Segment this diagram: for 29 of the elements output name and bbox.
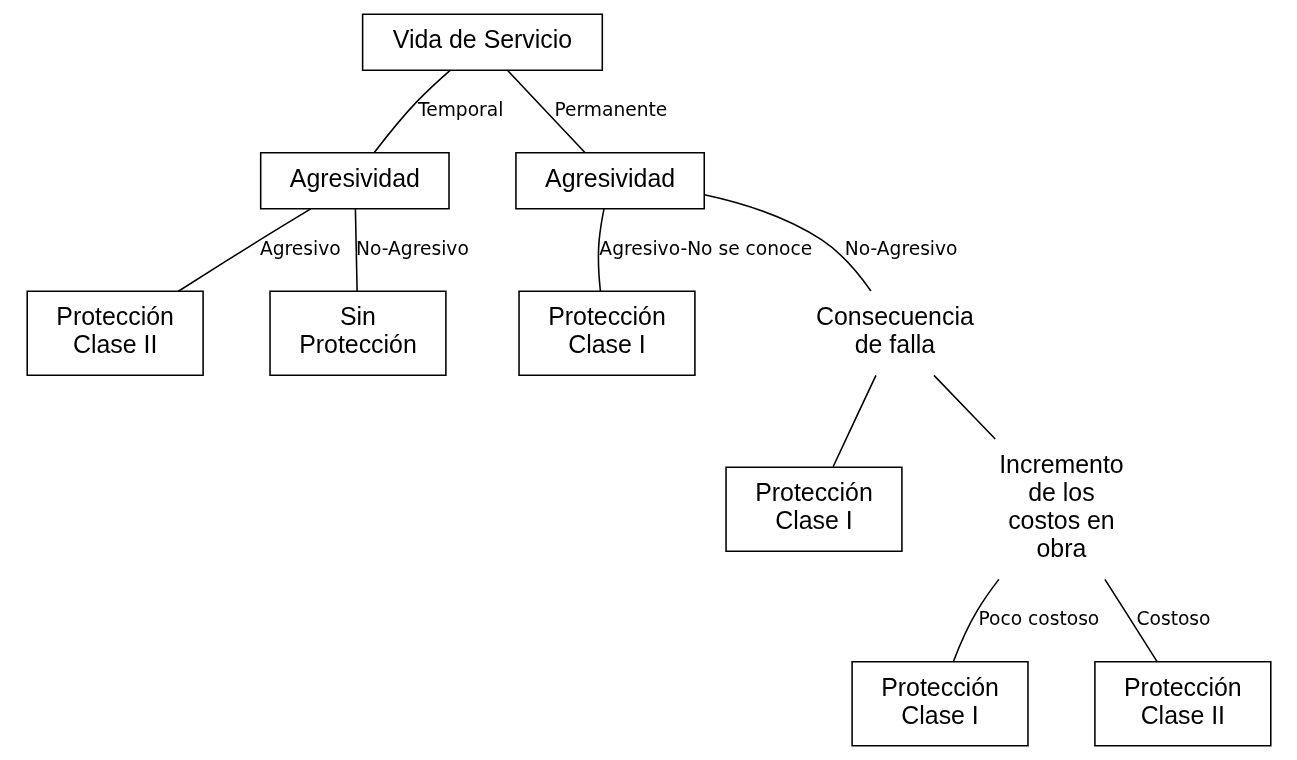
node-box: Agresividad xyxy=(514,152,705,210)
connector xyxy=(506,69,586,154)
node-text: Incremento de los costos en obra xyxy=(998,450,1124,563)
connector xyxy=(831,374,877,468)
connector xyxy=(373,69,451,154)
edge-label: Poco costoso xyxy=(977,608,1099,630)
node-box: Sin Protección xyxy=(268,290,447,377)
edge-label: Costoso xyxy=(1135,608,1211,630)
connector xyxy=(177,208,312,292)
connector xyxy=(952,578,1000,663)
connector xyxy=(354,208,358,292)
node-text: Consecuencia de falla xyxy=(815,302,974,359)
node-box: Protección Clase I xyxy=(724,466,903,552)
edge-label: No-Agresivo xyxy=(355,237,469,259)
node-box: Agresividad xyxy=(259,152,450,210)
node-box: Vida de Servicio xyxy=(361,13,603,72)
connector xyxy=(932,374,996,440)
node-box: Protección Clase I xyxy=(517,290,696,377)
edge-label: Agresivo-No se conoce xyxy=(598,237,812,259)
edge-label: Permanente xyxy=(553,99,667,121)
edge-label: Temporal xyxy=(417,99,503,121)
node-box: Protección Clase II xyxy=(25,290,204,377)
edge-label: No-Agresivo xyxy=(844,237,958,259)
node-box: Protección Clase II xyxy=(1093,660,1272,747)
edge-label: Agresivo xyxy=(259,237,341,259)
node-box: Protección Clase I xyxy=(850,660,1029,747)
connector xyxy=(597,208,605,292)
connector xyxy=(703,194,872,292)
connector xyxy=(1103,578,1158,663)
